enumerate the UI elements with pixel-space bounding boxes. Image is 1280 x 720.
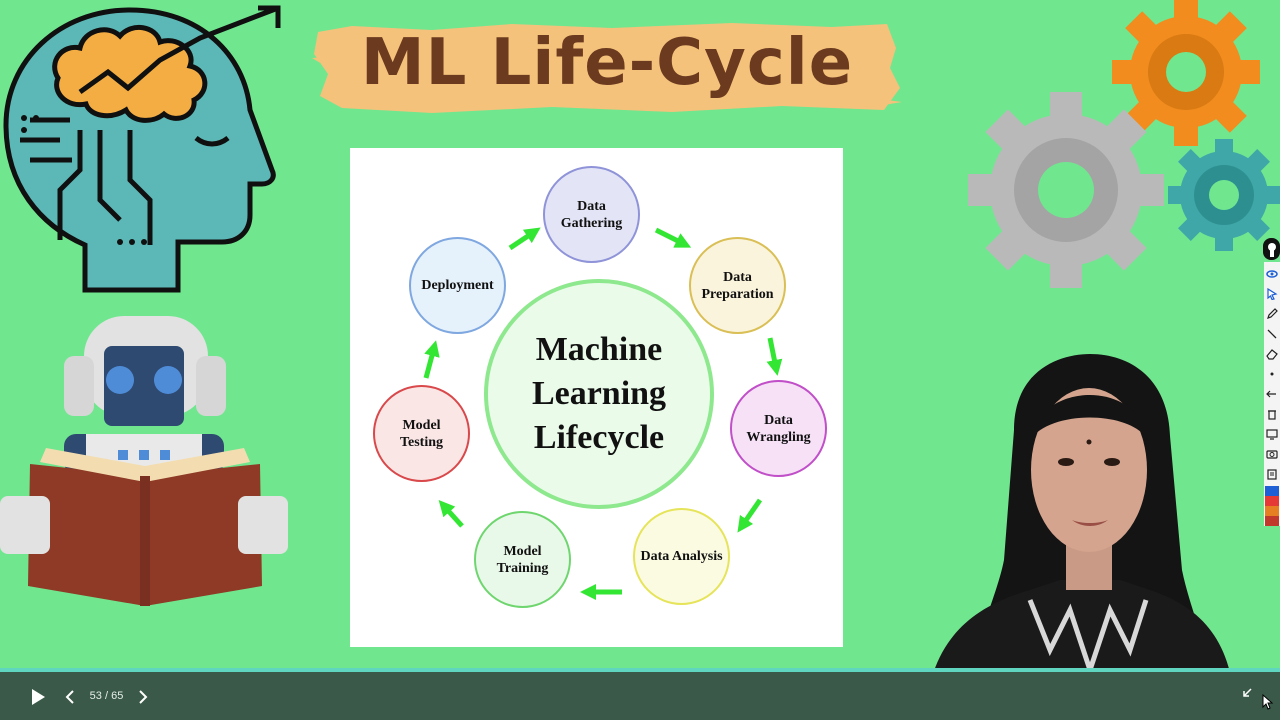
presenter-video (924, 354, 1236, 720)
gears-icon (968, 0, 1280, 288)
node-data-preparation: Data Preparation (689, 237, 786, 334)
center-line-3: Lifecycle (533, 419, 665, 456)
robot-reading-icon (0, 316, 288, 606)
arrow-testing-deployment (423, 340, 440, 379)
arrow-training-testing (438, 500, 464, 528)
progress-accent (0, 668, 1280, 672)
undo-icon[interactable] (1266, 388, 1278, 400)
ai-head-icon (3, 5, 281, 293)
toolbar-handle-icon[interactable] (1263, 238, 1280, 260)
center-line-1: Machine (535, 331, 663, 368)
pointer-icon[interactable] (1266, 288, 1278, 300)
delete-icon[interactable] (1266, 408, 1278, 420)
node-deployment: Deployment (409, 237, 506, 334)
play-icon[interactable] (24, 684, 50, 710)
center-line-2: Learning (531, 375, 667, 412)
node-model-testing: Model Testing (373, 385, 470, 482)
mouse-cursor-icon (1262, 694, 1274, 710)
arrow-preparation-wrangling (766, 337, 783, 376)
chevron-right-icon[interactable] (133, 684, 153, 710)
arrows-layer (423, 227, 783, 601)
slide-title: ML Life-Cycle (360, 26, 854, 100)
screen-icon[interactable] (1266, 428, 1278, 440)
center-node: Machine Learning Lifecycle (484, 279, 714, 509)
title-banner (312, 23, 902, 113)
color-swatch[interactable] (1265, 486, 1279, 526)
clipboard-icon[interactable] (1266, 468, 1278, 480)
camera-icon[interactable] (1266, 448, 1278, 460)
node-data-wrangling: Data Wrangling (730, 380, 827, 477)
pen-icon[interactable] (1266, 308, 1278, 320)
node-model-training: Model Training (474, 511, 571, 608)
annotation-toolbar (1264, 262, 1280, 526)
minimize-icon[interactable] (1240, 686, 1254, 700)
chevron-left-icon[interactable] (60, 684, 80, 710)
page-indicator: 53 / 65 (89, 690, 124, 702)
dot-icon[interactable] (1266, 368, 1278, 380)
arrow-wrangling-analysis (737, 498, 763, 533)
eye-icon[interactable] (1266, 268, 1278, 280)
line-icon[interactable] (1266, 328, 1278, 340)
slideshow-control-bar (0, 672, 1280, 720)
node-data-analysis: Data Analysis (633, 508, 730, 605)
node-data-gathering: Data Gathering (543, 166, 640, 263)
lifecycle-diagram: Machine Learning Lifecycle Data Gatherin… (350, 148, 843, 647)
arrow-gathering-preparation (654, 227, 692, 248)
arrow-deployment-gathering (508, 227, 541, 251)
eraser-icon[interactable] (1266, 348, 1278, 360)
